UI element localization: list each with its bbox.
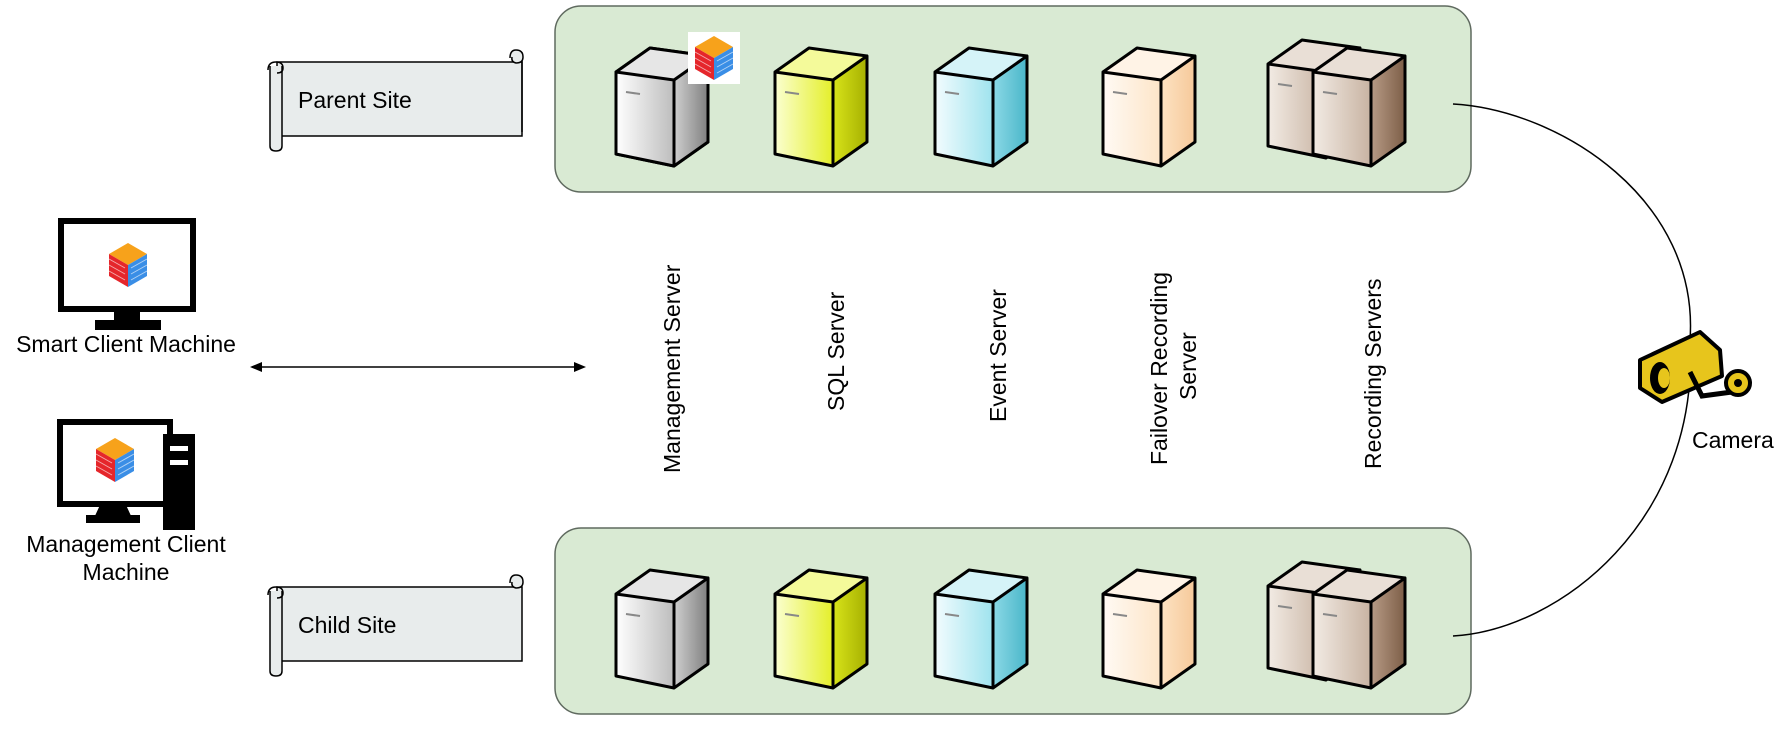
- security-camera-icon: [1638, 330, 1752, 404]
- failover-recording-server-label-line2: Server: [1175, 332, 1201, 400]
- management-client-desktop-icon: [57, 419, 195, 530]
- management-server-logo-icon: [688, 32, 740, 84]
- parent-recording-servers-icon: [1266, 38, 1407, 168]
- parent-event-server-icon: [933, 46, 1029, 168]
- smart-client-label: Smart Client Machine: [16, 331, 236, 357]
- child-failover-recording-server-icon: [1101, 568, 1197, 690]
- recording-servers-label: Recording Servers: [1360, 279, 1386, 469]
- smart-client-monitor-icon: [58, 218, 196, 330]
- sql-server-label: SQL Server: [823, 291, 849, 411]
- client-server-connection-arrow: [250, 362, 586, 372]
- parent-sql-server-icon: [773, 46, 869, 168]
- management-server-label: Management Server: [659, 264, 685, 473]
- child-recording-servers-icon: [1266, 560, 1407, 690]
- parent-site-label: Parent Site: [298, 87, 412, 113]
- parent-site-scroll: Parent Site: [267, 49, 524, 152]
- event-server-label: Event Server: [985, 289, 1011, 422]
- child-site-scroll: Child Site: [267, 574, 524, 677]
- camera-label: Camera: [1692, 427, 1774, 453]
- failover-recording-server-label-line1: Failover Recording: [1146, 272, 1172, 465]
- management-client-label-line1: Management Client: [26, 531, 226, 557]
- child-event-server-icon: [933, 568, 1029, 690]
- child-site-label: Child Site: [298, 612, 396, 638]
- child-management-server-icon: [614, 568, 710, 690]
- child-sql-server-icon: [773, 568, 869, 690]
- management-client-label-line2: Machine: [83, 559, 170, 585]
- parent-failover-recording-server-icon: [1101, 46, 1197, 168]
